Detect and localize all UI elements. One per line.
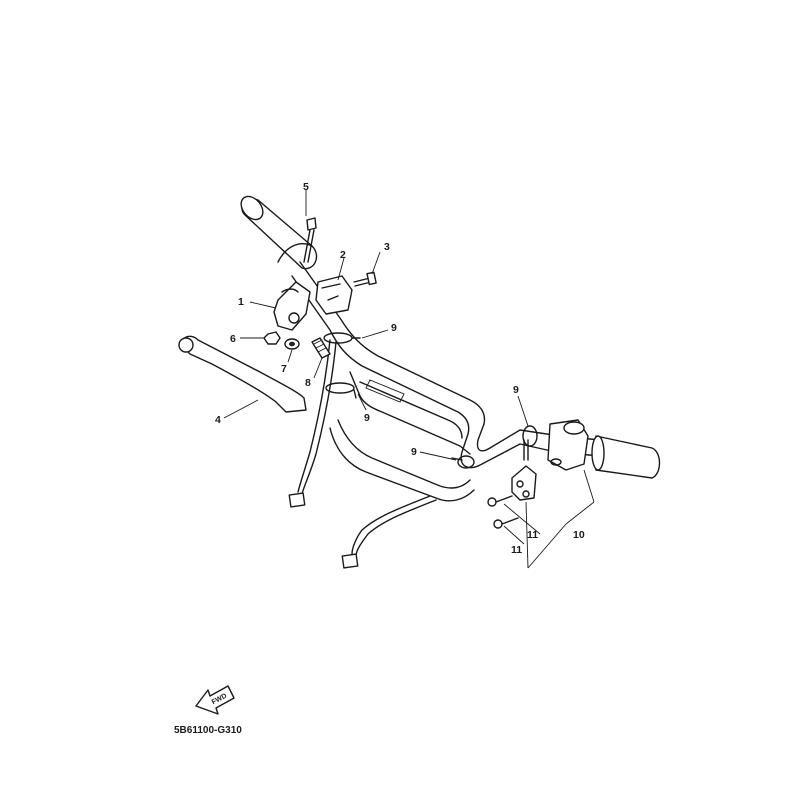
callout-11-upper: 11: [527, 529, 538, 541]
callout-labels: 1 2 3 4 5 6 7 8 9 9 9 9 10 11 11: [215, 181, 585, 556]
callout-4: 4: [215, 414, 221, 426]
callout-5: 5: [303, 181, 309, 193]
callout-8: 8: [305, 377, 311, 389]
callout-7: 7: [281, 363, 287, 375]
screw-11-upper: [487, 495, 513, 507]
clamp-9-right: [522, 425, 538, 461]
callout-11-lower: 11: [511, 544, 522, 556]
screw-3: [353, 271, 377, 287]
callout-9-upper: 9: [391, 322, 397, 334]
adjuster-8: [311, 337, 331, 359]
lever-4: [178, 335, 307, 413]
callout-6: 6: [230, 333, 236, 345]
callout-9-lower: 9: [364, 412, 370, 424]
switch-2: [315, 275, 353, 315]
callout-2: 2: [340, 249, 346, 261]
callout-9-center: 9: [411, 446, 417, 458]
connector-right: [341, 553, 359, 569]
handlebar: [240, 195, 661, 502]
screw-11-lower: [493, 517, 519, 529]
nut-6: [263, 331, 281, 345]
callout-10: 10: [573, 529, 585, 541]
right-grip: [591, 435, 661, 479]
left-grip: [240, 195, 318, 270]
bolt-5: [303, 217, 317, 263]
cables: [297, 339, 437, 557]
throttle-housing-10: [547, 419, 589, 471]
leader-lines: [223, 190, 595, 569]
connector-left: [288, 492, 306, 508]
clamp-9-upper: [323, 332, 361, 344]
clamp-9-center: [451, 455, 475, 469]
callout-1: 1: [238, 296, 244, 308]
fwd-arrow-icon: FWD: [195, 685, 235, 715]
callout-9-right: 9: [513, 384, 519, 396]
throttle-clamp-10: [511, 465, 537, 501]
lever-holder-1: [273, 281, 311, 331]
callout-3: 3: [384, 241, 390, 253]
washer-7: [284, 338, 300, 350]
clamp-9-lower: [325, 382, 357, 399]
drawing-code: 5B61100-G310: [174, 725, 242, 736]
